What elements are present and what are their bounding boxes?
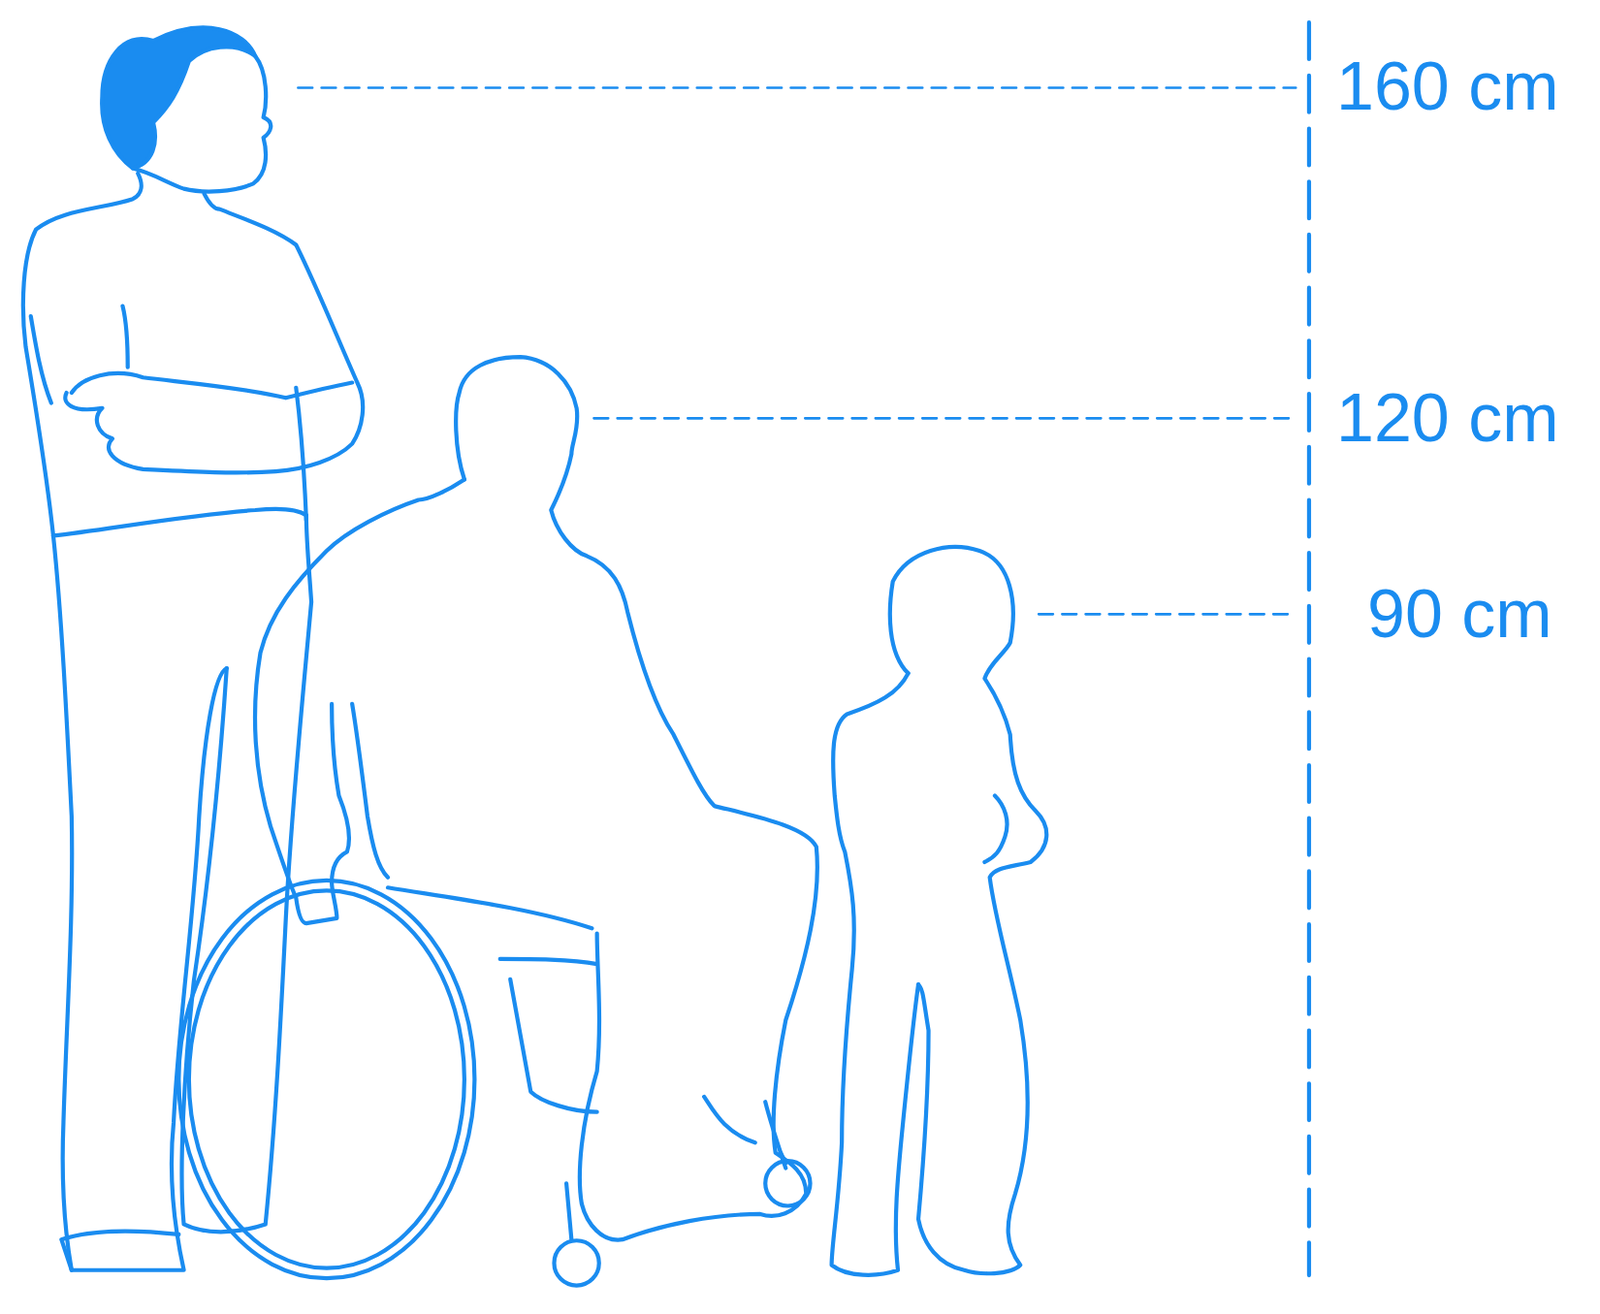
standing-man xyxy=(23,28,363,1271)
crossed-arms xyxy=(64,193,363,473)
height-label: 90 cm xyxy=(1367,579,1553,648)
rear-wheel xyxy=(178,880,475,1279)
child-right-side xyxy=(890,546,1047,1274)
right-leg xyxy=(182,514,313,1232)
wheelchair-user xyxy=(178,356,818,1285)
height-label: 160 cm xyxy=(1336,52,1560,121)
scale-line xyxy=(1307,22,1312,1276)
front-caster xyxy=(553,1240,599,1285)
leader-line xyxy=(1038,612,1292,616)
child-left-side xyxy=(832,672,919,1275)
shoe xyxy=(61,1230,179,1270)
shirt-hem xyxy=(53,509,307,537)
child-arm xyxy=(984,796,1007,863)
leader-line xyxy=(297,86,1296,90)
body-outline xyxy=(455,356,818,1240)
shirt-lines xyxy=(31,306,307,521)
hand-rim xyxy=(189,890,465,1268)
height-label: 120 cm xyxy=(1336,384,1560,452)
footrest xyxy=(704,1096,786,1169)
leader-line xyxy=(593,416,1296,420)
face-outline xyxy=(132,56,271,192)
backrest xyxy=(352,704,388,878)
caster-fork xyxy=(566,1152,786,1240)
hair xyxy=(101,28,256,169)
front-caster xyxy=(765,1160,810,1206)
arm-outline xyxy=(255,479,465,924)
torso-left xyxy=(23,173,142,536)
child xyxy=(832,546,1048,1276)
forearm xyxy=(71,373,352,398)
